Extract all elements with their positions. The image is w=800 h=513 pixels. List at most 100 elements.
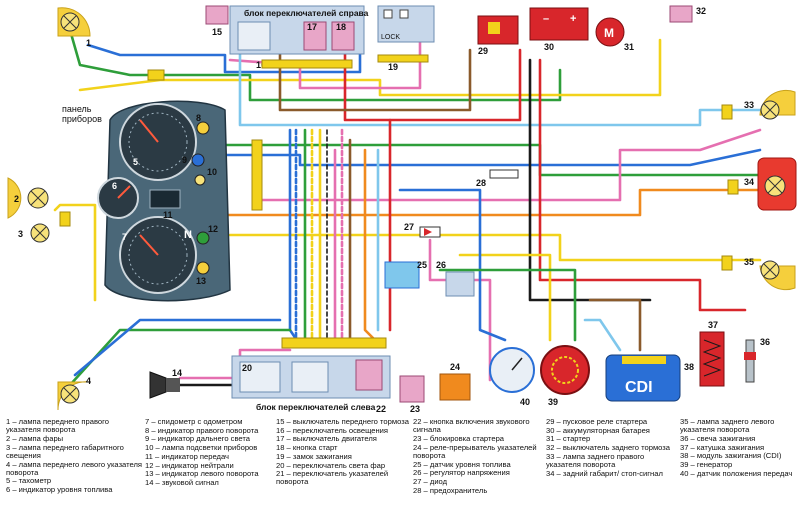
legend-item: 17 – выключатель двигателя (276, 434, 377, 444)
legend-item: 32 – выключатель заднего тормоза (546, 443, 671, 453)
legend-item: 16 – переключатель освещения (276, 425, 389, 435)
label-22: 22 (376, 404, 386, 414)
legend-item: 6 – индикатор уровня топлива (6, 485, 113, 495)
label-26: 26 (436, 260, 446, 270)
legend-col-2: 7 – спидометр с одометром 8 – индикатор … (145, 417, 273, 488)
connector-21 (281, 337, 387, 349)
block-right-title: блок переключателей справа (244, 8, 369, 18)
regulator-26-icon (445, 271, 475, 297)
wire-blue-rear (213, 148, 762, 167)
panel-label-line1: панель (62, 104, 92, 114)
legend-item: 20 – переключатель света фар (276, 460, 386, 470)
legend-item: 18 – кнопка старт (276, 443, 338, 453)
lamp-1-front-right-turn: 1 (57, 7, 91, 48)
indicator-11-gear-icon (149, 189, 181, 209)
legend-item: 28 – предохранитель (413, 485, 488, 495)
power-components: 29 – + 30 M 31 32 (477, 5, 706, 56)
wire-orange-rear (213, 188, 762, 217)
legend-item: 4 – лампа переднего левого указателя пов… (6, 459, 143, 477)
legend-item: 33 – лампа заднего правого указателя пов… (546, 451, 645, 470)
legend-item: 1 – лампа переднего правого указателя по… (6, 417, 109, 435)
wire-connectors (59, 69, 739, 271)
label-24: 24 (450, 362, 460, 372)
wire-yellow-rear (228, 233, 762, 262)
spark-plug-36-icon (745, 339, 755, 383)
label-40: 40 (520, 397, 530, 407)
generator-39-icon (540, 345, 590, 395)
cdi-module-38-icon (605, 354, 681, 402)
label-27: 27 (404, 222, 414, 232)
legend-item: 3 – лампа переднего габаритного свещения (6, 442, 124, 460)
wire-green-gen (438, 268, 577, 342)
connector-front-left (147, 69, 165, 81)
legend-item: 36 – свеча зажигания (680, 433, 756, 443)
label-8: 8 (196, 113, 201, 123)
legend-item: 12 – индикатор нейтрали (145, 460, 234, 470)
block-left-title: блок переключателей слева (256, 402, 376, 412)
starter-m-symbol: M (604, 26, 614, 40)
label-19: 19 (388, 62, 398, 72)
switch-15-front-brake-icon (205, 5, 229, 25)
label-15: 15 (212, 27, 222, 37)
indicator-12-neutral-icon (196, 231, 210, 245)
legend-item: 38 – модуль зажигания (CDI) (680, 451, 782, 461)
legend-item: 25 – датчик уровня топлива (413, 459, 511, 469)
legend-item: 34 – задний габарит/ стоп-сигнал (546, 468, 663, 478)
legend-item: 39 – генератор (680, 460, 733, 470)
label-35: 35 (744, 257, 754, 267)
label-2: 2 (14, 194, 19, 204)
label-14: 14 (172, 368, 182, 378)
ignition-lock-19: LOCK 19 (377, 5, 435, 72)
wire-red-rear (538, 58, 747, 312)
legend-item: 35 – лампа заднего левого указателя пово… (680, 417, 775, 435)
indicator-9-high-beam-icon (191, 153, 205, 167)
panel-label-line2: приборов (62, 114, 102, 124)
legend-col-4: 22 – кнопка включения звукового сигнала … (413, 417, 543, 495)
switch-16-light-icon (237, 21, 271, 51)
battery-minus: – (543, 13, 549, 25)
wire-green-top (68, 28, 562, 102)
indicator-8-right-turn-icon (196, 121, 210, 135)
legend: 1 – лампа переднего правого указателя по… (0, 417, 800, 513)
starter-31-icon (595, 17, 625, 47)
wire-red-top (343, 38, 522, 122)
switch-17-engine-stop-icon (303, 21, 327, 51)
legend-col-6: 35 – лампа заднего левого указателя пово… (680, 417, 798, 478)
button-22-horn-icon (355, 359, 383, 391)
wire-lightblue-cdi (583, 318, 622, 352)
legend-item: 2 – лампа фары (6, 433, 64, 443)
label-13: 13 (196, 276, 206, 286)
legend-item: 37 – катушка зажигания (680, 442, 765, 452)
label-25: 25 (417, 260, 427, 270)
legend-item: 11 – индикатор передач (145, 451, 229, 461)
indicator-10-backlight-icon (194, 174, 206, 186)
label-32: 32 (696, 6, 706, 16)
label-4: 4 (86, 376, 91, 386)
legend-item: 13 – индикатор левого поворота (145, 469, 259, 479)
legend-col-5: 29 – пусковое реле стартера 30 – аккумул… (546, 417, 676, 478)
label-34: 34 (744, 177, 754, 187)
lock-label: LOCK (381, 34, 400, 41)
label-20: 20 (242, 363, 252, 373)
label-28: 28 (476, 178, 486, 188)
lamps: 1 2 3 4 33 34 (7, 7, 797, 411)
connector-rear-mid (727, 179, 739, 195)
wire-yellow-gen (458, 253, 552, 342)
cdi-label: CDI (625, 379, 653, 396)
ignition-components: 40 39 CDI 38 37 36 (489, 320, 770, 407)
lamp-35-rear-left-turn: 35 (744, 257, 796, 291)
wire-blue-top (86, 38, 362, 74)
wire-blue-left (73, 318, 282, 377)
horn-14: 14 (149, 368, 182, 399)
instrument-panel: панель приборов 5 6 7 8 9 10 11 N 12 13 (62, 100, 231, 302)
wiring-diagram: 1 2 3 4 33 34 (7, 5, 797, 414)
wires (53, 28, 762, 387)
relay-24-icon (439, 373, 471, 401)
label-37: 37 (708, 320, 718, 330)
legend-item: 14 – звуковой сигнал (145, 477, 219, 487)
left-switch-block: блок переключателей слева 20 22 23 24 (231, 355, 471, 414)
legend-item: 40 – датчик положения передач (680, 468, 793, 478)
lamp-2-headlight: 2 (7, 177, 49, 219)
lamp-34-tail-stop: 34 (744, 157, 797, 211)
